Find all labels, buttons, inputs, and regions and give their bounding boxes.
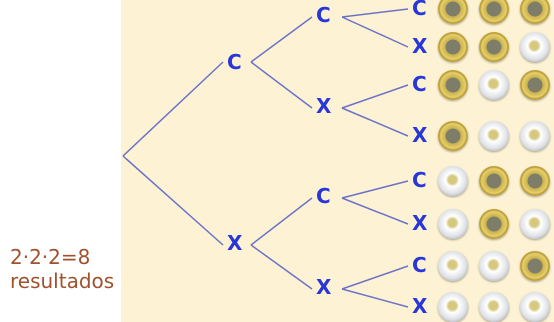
tree-leaf-xcx: X bbox=[412, 213, 427, 233]
tree-node-xx: X bbox=[316, 277, 331, 297]
tree-branch bbox=[342, 266, 408, 289]
tree-leaf-cxc: C bbox=[412, 74, 427, 94]
tree-node-cx: X bbox=[316, 96, 331, 116]
tree-branch bbox=[251, 245, 312, 289]
gold-euro-coin-icon bbox=[520, 70, 550, 100]
tree-node-xc: C bbox=[316, 186, 331, 206]
gold-euro-coin-icon bbox=[479, 166, 509, 196]
bimetal-euro-coin-icon bbox=[479, 292, 509, 322]
tree-branch bbox=[251, 62, 312, 108]
gold-euro-coin-icon bbox=[479, 209, 509, 239]
tree-leaf-ccc: C bbox=[412, 0, 427, 18]
tree-leaf-ccx: X bbox=[412, 36, 427, 56]
bimetal-euro-coin-icon bbox=[520, 292, 550, 322]
bimetal-euro-coin-icon bbox=[438, 166, 468, 196]
bimetal-euro-coin-icon bbox=[520, 209, 550, 239]
tree-branch bbox=[251, 17, 312, 62]
bimetal-euro-coin-icon bbox=[438, 209, 468, 239]
tree-branch bbox=[342, 85, 408, 108]
tree-branch bbox=[251, 198, 312, 245]
gold-euro-coin-icon bbox=[479, 32, 509, 62]
tree-leaf-xcc: C bbox=[412, 170, 427, 190]
gold-euro-coin-icon bbox=[438, 32, 468, 62]
bimetal-euro-coin-icon bbox=[520, 121, 550, 151]
tree-branch bbox=[342, 181, 408, 198]
gold-euro-coin-icon bbox=[520, 251, 550, 281]
tree-node-cc: C bbox=[316, 5, 331, 25]
bimetal-euro-coin-icon bbox=[479, 121, 509, 151]
tree-branch bbox=[342, 108, 408, 136]
tree-branch bbox=[342, 9, 408, 17]
tree-branch bbox=[342, 198, 408, 224]
caption-results: resultados bbox=[10, 270, 114, 292]
bimetal-euro-coin-icon bbox=[438, 292, 468, 322]
tree-branch bbox=[342, 17, 408, 47]
tree-branch bbox=[123, 156, 223, 245]
tree-leaf-xxc: C bbox=[412, 255, 427, 275]
tree-leaf-cxx: X bbox=[412, 125, 427, 145]
bimetal-euro-coin-icon bbox=[479, 70, 509, 100]
bimetal-euro-coin-icon bbox=[438, 251, 468, 281]
bimetal-euro-coin-icon bbox=[520, 32, 550, 62]
tree-leaf-xxx: X bbox=[412, 296, 427, 316]
gold-euro-coin-icon bbox=[438, 121, 468, 151]
tree-node-x: X bbox=[227, 233, 242, 253]
gold-euro-coin-icon bbox=[520, 166, 550, 196]
gold-euro-coin-icon bbox=[438, 70, 468, 100]
tree-branch bbox=[342, 289, 408, 307]
caption-formula: 2·2·2=8 bbox=[10, 246, 90, 268]
bimetal-euro-coin-icon bbox=[479, 251, 509, 281]
tree-branch bbox=[123, 62, 223, 156]
tree-node-c: C bbox=[227, 52, 242, 72]
